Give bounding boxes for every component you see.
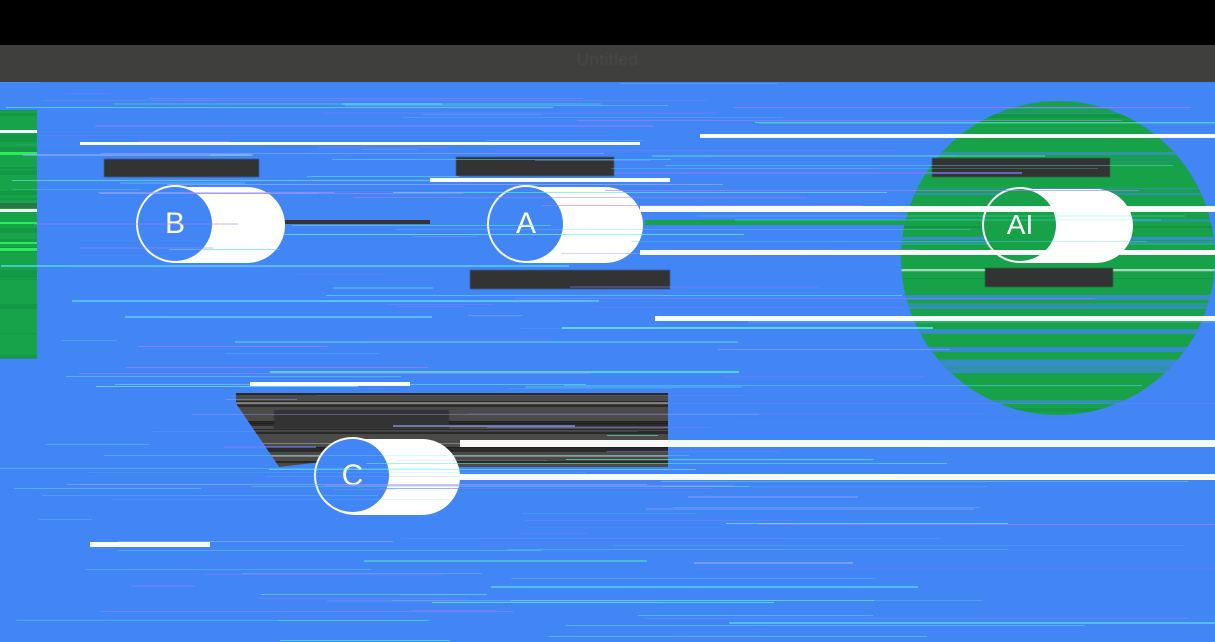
window-title: Untitled	[576, 50, 639, 69]
node-b[interactable]: B	[138, 187, 212, 261]
node-label-c	[274, 410, 449, 429]
node-ai[interactable]: AI	[984, 189, 1056, 261]
node-label-ai-below	[985, 268, 1113, 287]
node-label-a-above	[456, 157, 614, 176]
title-bar-black-area	[0, 0, 1215, 45]
node-c[interactable]: C	[316, 439, 389, 512]
diagram-canvas[interactable]: B A C AI	[0, 82, 1215, 642]
edge-a-to-ai	[645, 220, 995, 225]
title-bar[interactable]	[0, 45, 1215, 82]
node-label-ai-above	[932, 158, 1110, 177]
node-label-b	[104, 159, 259, 177]
node-a[interactable]: A	[489, 187, 563, 261]
edge-b-to-a	[282, 220, 430, 224]
node-label-a-below	[470, 270, 670, 289]
glitch-artifact-left-green-slice	[0, 110, 37, 359]
